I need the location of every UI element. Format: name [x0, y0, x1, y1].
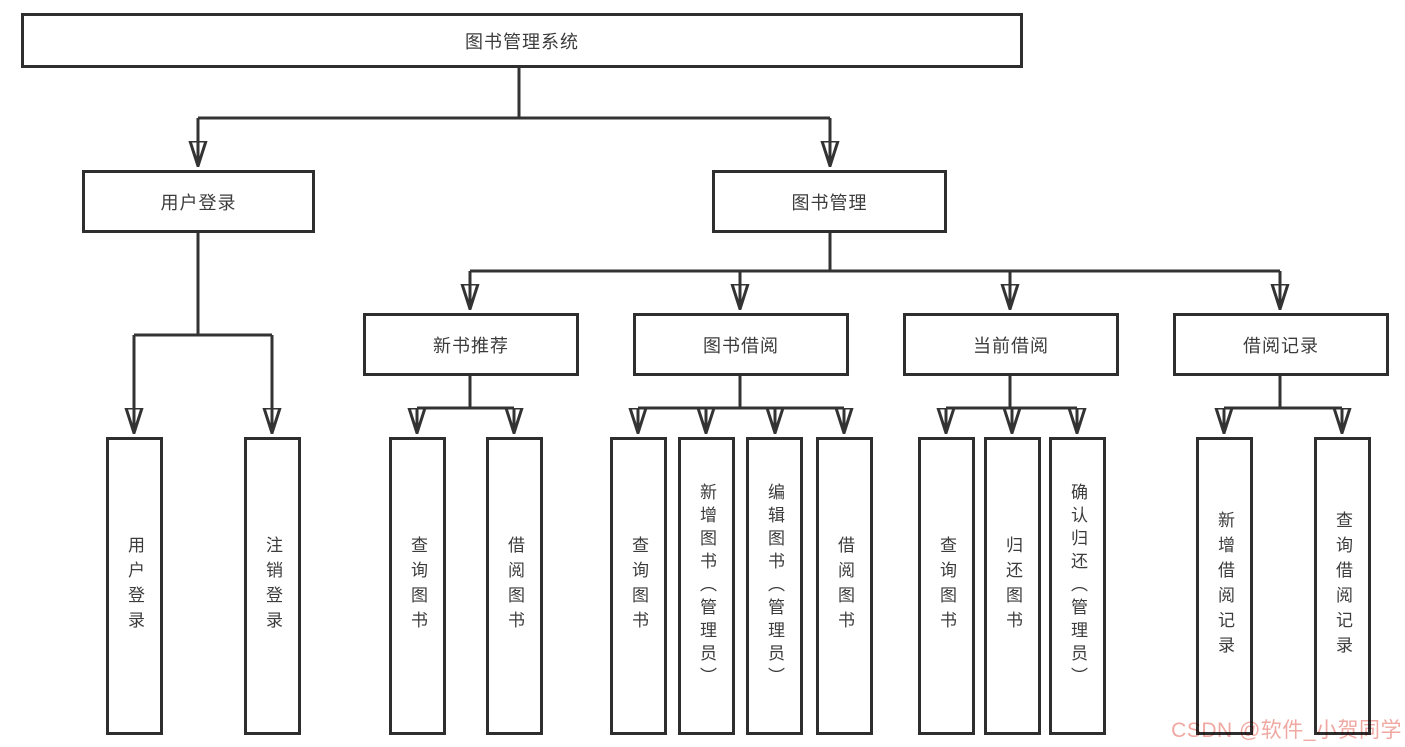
leaf-br-query-record-label: 查询借阅记录 [1333, 511, 1352, 661]
node-book-management: 图书管理 [712, 170, 947, 233]
node-book-borrow-label: 图书借阅 [703, 335, 779, 356]
node-book-management-label: 图书管理 [791, 192, 868, 213]
node-user-login: 用户登录 [82, 170, 315, 233]
node-current-borrow-label: 当前借阅 [973, 335, 1049, 356]
node-new-book-recommend: 新书推荐 [363, 313, 579, 376]
leaf-cb-confirm-return-admin-label: 确认归还（管理员） [1068, 482, 1087, 690]
leaf-bb-edit-books-admin-label: 编辑图书（管理员） [765, 482, 784, 690]
leaf-cb-query-books-label: 查询图书 [937, 536, 956, 636]
leaf-bb-query-books: 查询图书 [610, 437, 667, 735]
node-root-label: 图书管理系统 [465, 31, 579, 52]
node-user-login-label: 用户登录 [160, 192, 237, 213]
leaf-user-login: 用户登录 [106, 437, 163, 735]
leaf-logout: 注销登录 [244, 437, 301, 735]
node-new-book-recommend-label: 新书推荐 [433, 335, 509, 356]
leaf-nb-borrow-books-label: 借阅图书 [505, 536, 524, 636]
leaf-bb-add-books-admin: 新增图书（管理员） [678, 437, 735, 735]
node-borrow-record: 借阅记录 [1173, 313, 1389, 376]
leaf-bb-borrow-books: 借阅图书 [816, 437, 873, 735]
node-book-borrow: 图书借阅 [633, 313, 849, 376]
leaf-logout-label: 注销登录 [263, 536, 282, 636]
leaf-br-add-record: 新增借阅记录 [1196, 437, 1253, 735]
leaf-br-query-record: 查询借阅记录 [1314, 437, 1371, 735]
leaf-nb-query-books: 查询图书 [389, 437, 446, 735]
leaf-cb-return-books: 归还图书 [984, 437, 1041, 735]
leaf-bb-edit-books-admin: 编辑图书（管理员） [746, 437, 803, 735]
csdn-watermark: CSDN @软件_小贺同学 [1171, 719, 1402, 742]
leaf-cb-return-books-label: 归还图书 [1003, 536, 1022, 636]
node-current-borrow: 当前借阅 [903, 313, 1119, 376]
leaf-bb-borrow-books-label: 借阅图书 [835, 536, 854, 636]
leaf-cb-confirm-return-admin: 确认归还（管理员） [1049, 437, 1106, 735]
leaf-user-login-label: 用户登录 [125, 536, 144, 636]
node-borrow-record-label: 借阅记录 [1243, 335, 1319, 356]
leaf-bb-query-books-label: 查询图书 [629, 536, 648, 636]
leaf-nb-query-books-label: 查询图书 [408, 536, 427, 636]
leaf-br-add-record-label: 新增借阅记录 [1215, 511, 1234, 661]
leaf-bb-add-books-admin-label: 新增图书（管理员） [697, 482, 716, 690]
leaf-nb-borrow-books: 借阅图书 [486, 437, 543, 735]
leaf-cb-query-books: 查询图书 [918, 437, 975, 735]
node-root: 图书管理系统 [21, 13, 1023, 68]
